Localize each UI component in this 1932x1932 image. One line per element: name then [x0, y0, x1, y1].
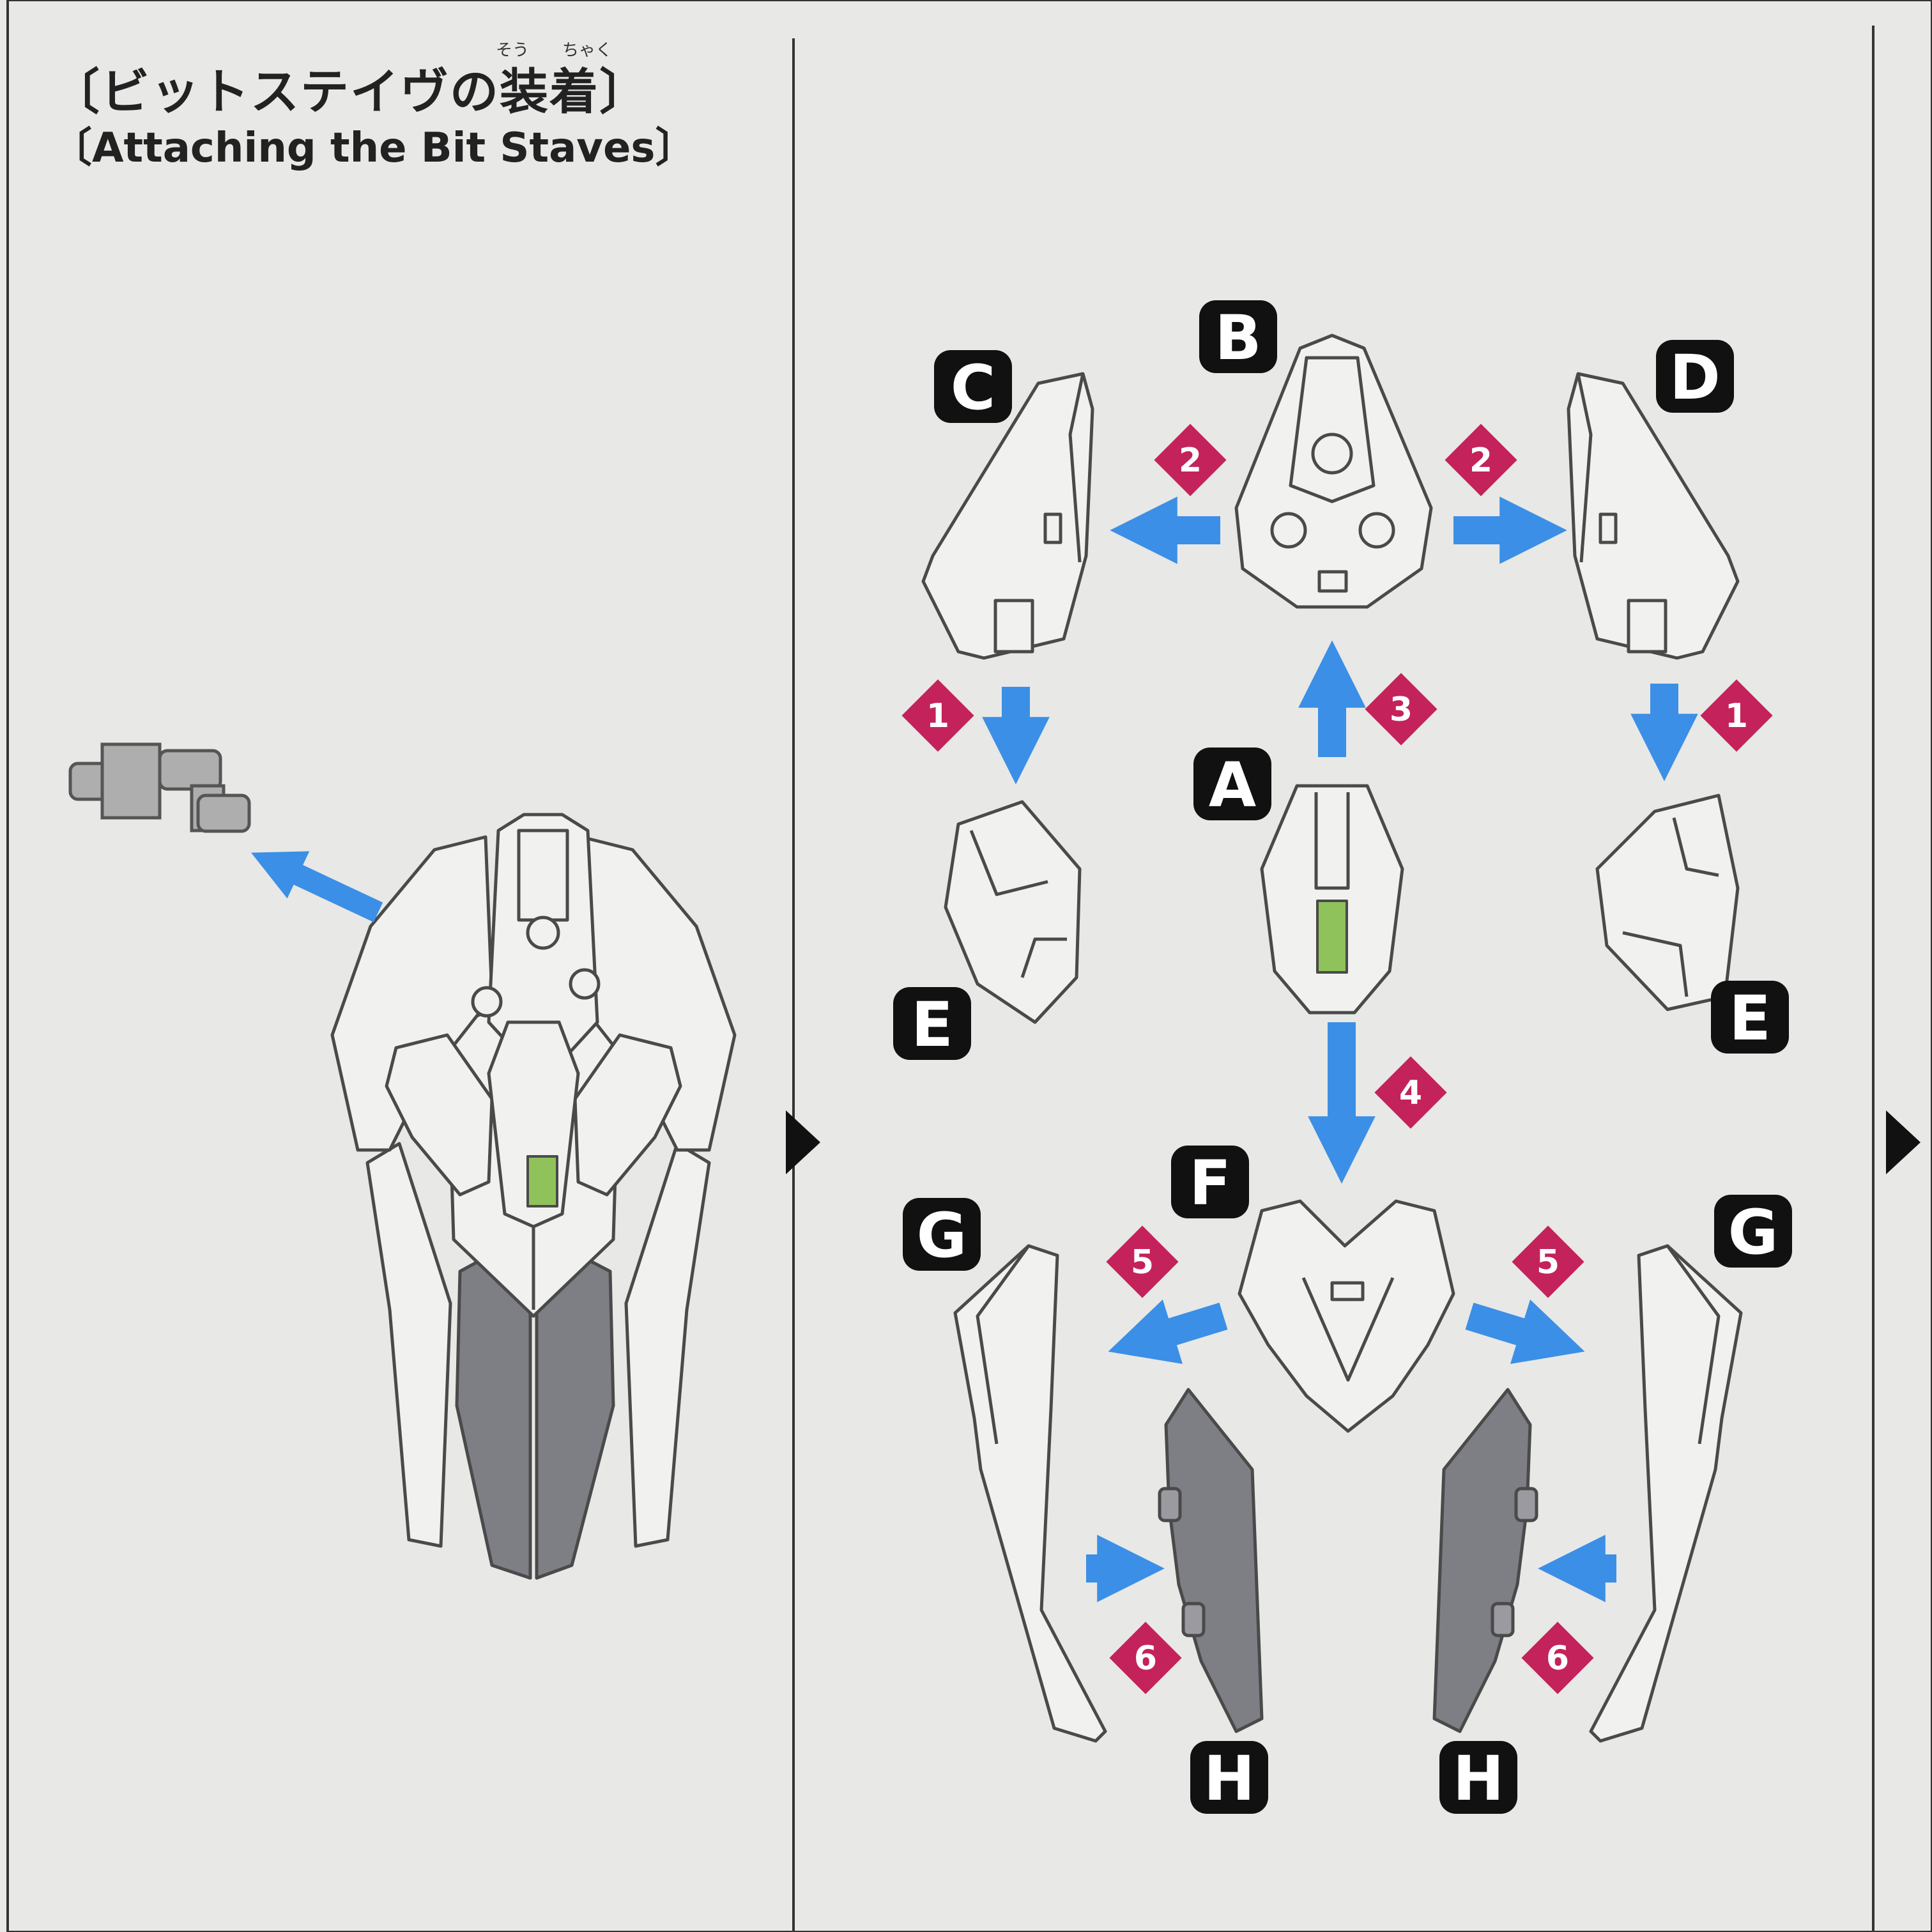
section-title-japanese: 〔ビットステイヴの装着〕 [51, 63, 649, 120]
step-number-3: 3 [1390, 691, 1413, 729]
label-c: C [951, 352, 995, 424]
label-e-right: E [1729, 983, 1771, 1054]
step-number-6-left: 6 [1134, 1639, 1157, 1678]
page-border [6, 0, 1932, 1932]
furigana-so: そう [496, 41, 530, 60]
completed-bit-staff [330, 813, 737, 1580]
step-number-5-left: 5 [1131, 1243, 1154, 1282]
connector-joint-part [68, 742, 251, 833]
label-g-left: G [917, 1200, 967, 1271]
next-arrow-marker-right [1886, 1110, 1920, 1174]
section-title-english: 〔Attaching the Bit Staves〕 [51, 125, 696, 172]
label-a: A [1209, 749, 1256, 821]
label-f: F [1189, 1147, 1231, 1219]
part-d [1567, 372, 1740, 660]
part-e-left [944, 800, 1082, 1024]
assembly-arrows [982, 496, 1698, 1602]
step-number-4: 4 [1399, 1074, 1422, 1112]
label-b: B [1215, 302, 1261, 374]
step-number-2-left: 2 [1179, 441, 1202, 480]
label-e-left: E [911, 989, 953, 1061]
part-h-left [1158, 1388, 1264, 1733]
arrow-step5-left [1108, 1300, 1228, 1364]
arrow-step5-right [1465, 1300, 1585, 1364]
furigana-chaku: ちゃく [562, 41, 613, 60]
part-f [1238, 1199, 1455, 1433]
part-e-right [1595, 793, 1740, 1011]
part-g-left [953, 1244, 1107, 1743]
step-number-1-right: 1 [1725, 697, 1748, 735]
label-d: D [1669, 342, 1721, 413]
step-number-5-right: 5 [1537, 1243, 1560, 1282]
part-a [1260, 784, 1404, 1015]
part-h-right [1432, 1388, 1538, 1733]
step-number-1-left: 1 [926, 697, 949, 735]
detach-arrow [251, 851, 383, 923]
label-g-right: G [1728, 1197, 1779, 1268]
part-g-right [1589, 1244, 1743, 1743]
label-h-right: H [1453, 1743, 1504, 1814]
part-labels: B C D A E E F G G H H [893, 300, 1792, 1814]
part-b [1234, 334, 1433, 609]
part-c [921, 372, 1094, 660]
step-badges: 2 2 3 1 1 4 5 5 6 6 [901, 424, 1773, 1694]
next-arrow-marker-left [786, 1110, 820, 1174]
step-number-6-right: 6 [1546, 1639, 1569, 1678]
label-h-left: H [1204, 1743, 1255, 1814]
step-number-2-right: 2 [1469, 441, 1492, 480]
